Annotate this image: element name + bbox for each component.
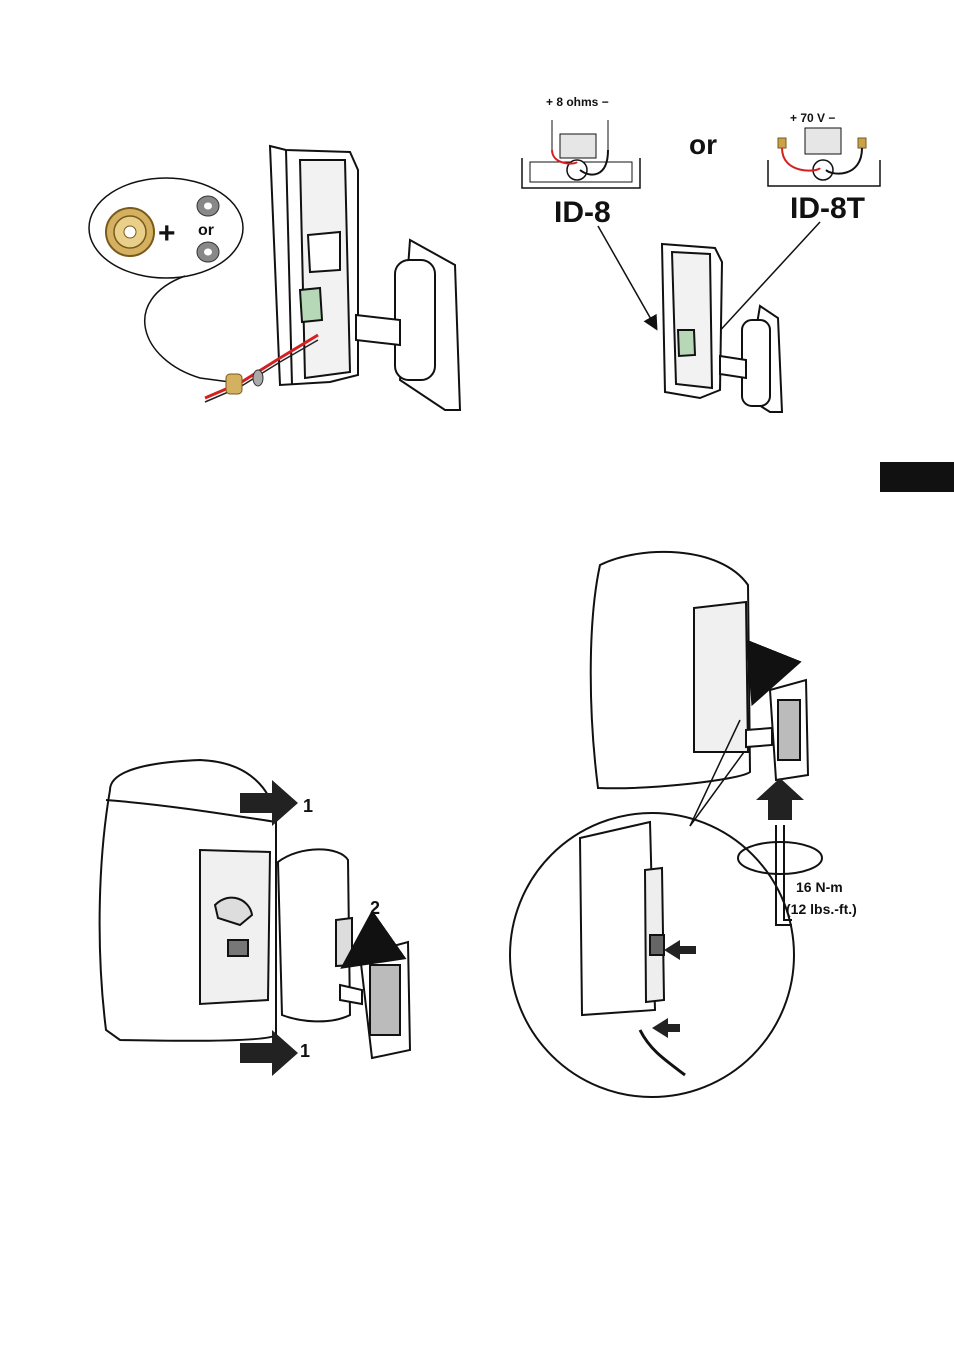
- terminal-70v: + 70 V −: [768, 111, 880, 186]
- step-1-bottom: 1: [300, 1041, 310, 1061]
- gland-on-wire-icon: [226, 370, 263, 394]
- gland-nut-icon: [106, 208, 154, 256]
- volt-label: + 70 V −: [790, 111, 835, 125]
- ohms-label: + 8 ohms −: [546, 95, 609, 109]
- or-label: or: [198, 222, 214, 239]
- step-2: 2: [370, 898, 380, 918]
- figure-tighten: 16 N-m (12 lbs.-ft.): [510, 552, 857, 1097]
- mount-bracket: [278, 849, 410, 1058]
- speaker-open-back: [270, 146, 460, 410]
- figure-terminals: + 8 ohms − or + 70 V −: [522, 95, 880, 412]
- speaker-side: [591, 552, 808, 788]
- figure-attach: 1 1 2: [100, 760, 410, 1076]
- model-id8: ID-8: [554, 196, 611, 229]
- terminal-8ohm: + 8 ohms −: [522, 95, 640, 188]
- figure-wire-gland: + or: [89, 146, 460, 410]
- model-id8t: ID-8T: [790, 192, 865, 225]
- plus-sign: +: [158, 217, 176, 250]
- torque-imperial: (12 lbs.-ft.): [786, 901, 857, 917]
- step-1-top: 1: [303, 796, 313, 816]
- torque-nm: 16 N-m: [796, 879, 843, 895]
- or-label: or: [689, 129, 717, 160]
- up-arrow-icon: [756, 778, 804, 820]
